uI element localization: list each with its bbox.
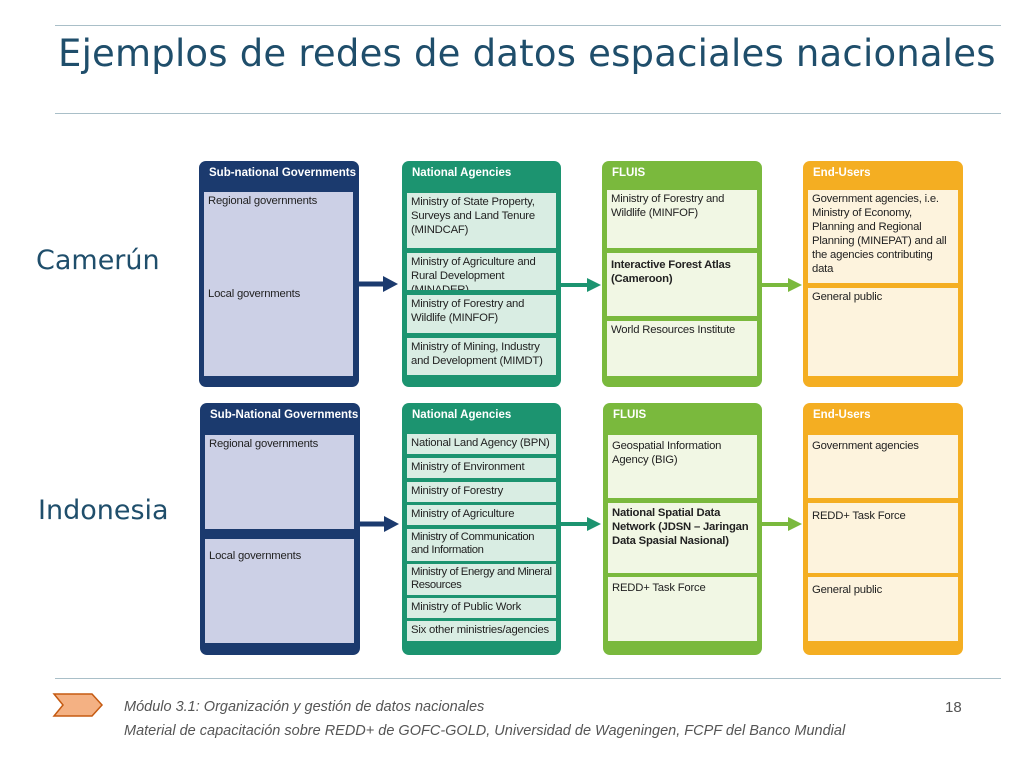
cameroon-subnational-header: Sub-national Governments xyxy=(209,167,356,179)
indonesia-arrow-green xyxy=(560,517,601,531)
cameroon-endusers-header: End-Users xyxy=(813,167,871,179)
cameroon-agencies-header: National Agencies xyxy=(412,167,512,179)
indonesia-arrow-lime xyxy=(761,517,802,531)
indonesia-fluis-column: FLUIS Geospatial Information Agency (BIG… xyxy=(603,403,762,655)
cameroon-enduser-item: Government agencies, i.e. Ministry of Ec… xyxy=(808,190,958,283)
chevron-right-icon xyxy=(52,693,104,717)
cameroon-fluis-item: World Resources Institute xyxy=(607,321,757,376)
indonesia-endusers-column: End-Users Government agencies REDD+ Task… xyxy=(803,403,963,655)
cameroon-agency-item: Ministry of State Property, Surveys and … xyxy=(407,193,556,248)
cameroon-fluis-header: FLUIS xyxy=(612,167,646,179)
footer-rule xyxy=(55,678,1001,679)
cameroon-arrow-lime xyxy=(761,278,802,292)
indonesia-fluis-item: National Spatial Data Network (JDSN – Ja… xyxy=(608,503,757,573)
indonesia-agency-item: Ministry of Environment xyxy=(407,458,556,478)
indonesia-subnational-item: Regional governments xyxy=(205,435,354,529)
indonesia-fluis-item: REDD+ Task Force xyxy=(608,577,757,641)
title-rule-top xyxy=(55,25,1001,26)
indonesia-agency-item: Ministry of Forestry xyxy=(407,482,556,502)
cameroon-arrow-green xyxy=(560,278,601,292)
indonesia-fluis-header: FLUIS xyxy=(613,409,647,421)
cameroon-subnational-item: Local governments xyxy=(204,285,353,376)
indonesia-subnational-column: Sub-National Governments Regional govern… xyxy=(200,403,360,655)
indonesia-agencies-header: National Agencies xyxy=(412,409,512,421)
indonesia-agencies-column: National Agencies National Land Agency (… xyxy=(402,403,561,655)
cameroon-agency-item: Ministry of Agriculture and Rural Develo… xyxy=(407,253,556,290)
indonesia-enduser-item: REDD+ Task Force xyxy=(808,503,958,573)
cameroon-agency-item: Ministry of Mining, Industry and Develop… xyxy=(407,338,556,375)
country-label-cameroon: Camerún xyxy=(36,245,160,276)
cameroon-fluis-item: Ministry of Forestry and Wildlife (MINFO… xyxy=(607,190,757,248)
indonesia-agency-item: Ministry of Public Work xyxy=(407,598,556,618)
cameroon-subnational-item: Regional governments xyxy=(204,192,353,287)
indonesia-agency-item: Ministry of Energy and Mineral Resources xyxy=(407,564,556,595)
indonesia-subnational-item: Local governments xyxy=(205,539,354,643)
cameroon-endusers-column: End-Users Government agencies, i.e. Mini… xyxy=(803,161,963,387)
indonesia-fluis-item: Geospatial Information Agency (BIG) xyxy=(608,435,757,498)
indonesia-endusers-header: End-Users xyxy=(813,409,871,421)
cameroon-fluis-column: FLUIS Ministry of Forestry and Wildlife … xyxy=(602,161,762,387)
cameroon-agencies-column: National Agencies Ministry of State Prop… xyxy=(402,161,561,387)
footer-credit-line: Material de capacitación sobre REDD+ de … xyxy=(124,723,846,739)
indonesia-enduser-item: Government agencies xyxy=(808,435,958,498)
cameroon-agency-item: Ministry of Forestry and Wildlife (MINFO… xyxy=(407,295,556,333)
country-label-indonesia: Indonesia xyxy=(38,495,169,526)
indonesia-enduser-item: General public xyxy=(808,577,958,641)
footer-module-line: Módulo 3.1: Organización y gestión de da… xyxy=(124,699,485,715)
indonesia-subnational-header: Sub-National Governments xyxy=(210,409,359,421)
indonesia-agency-item: Ministry of Agriculture xyxy=(407,505,556,525)
indonesia-agency-item: National Land Agency (BPN) xyxy=(407,434,556,454)
cameroon-subnational-column: Sub-national Governments Regional govern… xyxy=(199,161,359,387)
cameroon-fluis-item: Interactive Forest Atlas (Cameroon) xyxy=(607,253,757,316)
indonesia-arrow-navy xyxy=(358,516,399,532)
slide-title: Ejemplos de redes de datos espaciales na… xyxy=(58,32,996,75)
cameroon-enduser-item: General public xyxy=(808,288,958,376)
indonesia-agency-item: Ministry of Communication and Informatio… xyxy=(407,529,556,561)
title-rule-bottom xyxy=(55,113,1001,114)
cameroon-arrow-navy xyxy=(357,276,398,292)
indonesia-agency-item: Six other ministries/agencies xyxy=(407,621,556,641)
page-number: 18 xyxy=(945,699,962,716)
